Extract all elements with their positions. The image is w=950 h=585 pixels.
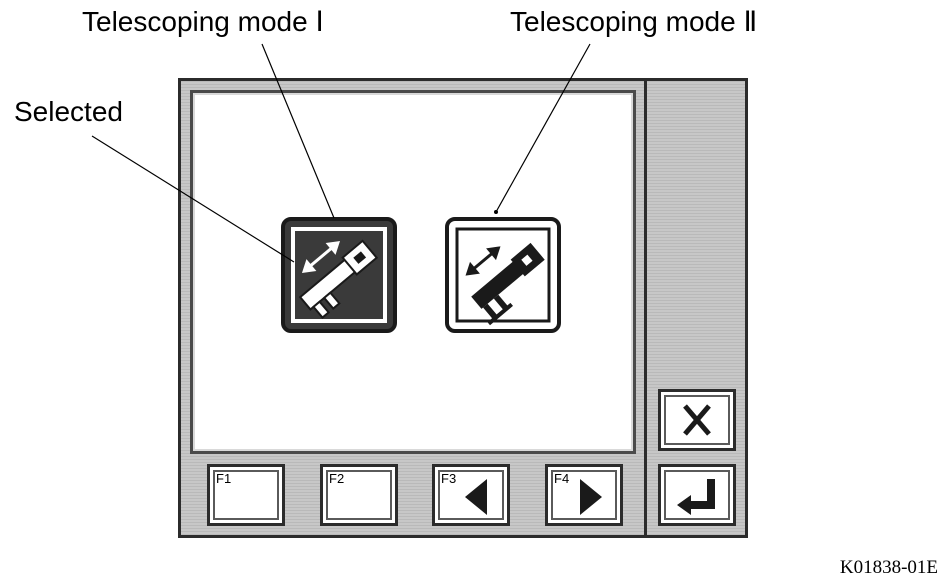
telescoping-mode-1-icon <box>281 217 397 333</box>
f3-key[interactable]: F3 <box>432 464 510 526</box>
f3-key-label: F3 <box>441 471 457 486</box>
f1-key-label: F1 <box>216 471 232 486</box>
f1-key[interactable]: F1 <box>207 464 285 526</box>
callout-selected: Selected <box>14 96 123 127</box>
triangle-right-icon <box>580 479 602 515</box>
sidebar-divider <box>644 81 647 535</box>
f2-key[interactable]: F2 <box>320 464 398 526</box>
triangle-left-icon <box>465 479 487 515</box>
close-icon <box>683 404 711 436</box>
enter-button[interactable] <box>658 464 736 526</box>
telescoping-mode-1-button[interactable] <box>281 217 397 333</box>
control-panel: F1 F2 F3 F4 <box>178 78 748 538</box>
f4-key[interactable]: F4 <box>545 464 623 526</box>
enter-return-icon <box>677 479 715 515</box>
display-screen <box>190 90 636 454</box>
f2-key-label: F2 <box>329 471 345 486</box>
telescoping-mode-2-icon <box>445 217 561 333</box>
f4-key-label: F4 <box>554 471 570 486</box>
callout-telescoping-mode-2: Telescoping mode Ⅱ <box>510 6 758 37</box>
telescoping-mode-2-button[interactable] <box>445 217 561 333</box>
figure-code: K01838-01E <box>839 557 938 578</box>
callout-telescoping-mode-1: Telescoping mode Ⅰ <box>82 6 324 37</box>
cancel-button[interactable] <box>658 389 736 451</box>
